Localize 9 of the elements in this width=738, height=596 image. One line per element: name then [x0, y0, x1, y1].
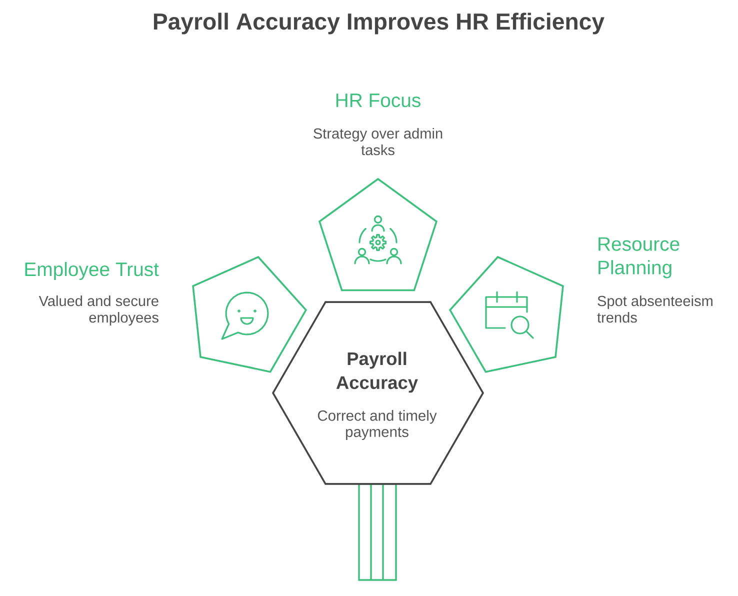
description: Spot absenteeism trends [597, 295, 712, 323]
heading: Employee Trust [25, 262, 159, 280]
description: Strategy over admin tasks [314, 128, 442, 156]
heading: Payroll Accuracy [336, 352, 418, 393]
title: Payroll Accuracy Improves HR Efficiency [154, 12, 604, 34]
description: Correct and timely payments [318, 410, 437, 440]
heading: HR Focus [336, 94, 420, 108]
heading: Resource Planning [598, 237, 680, 278]
description: Valued and secure employees [38, 295, 158, 326]
